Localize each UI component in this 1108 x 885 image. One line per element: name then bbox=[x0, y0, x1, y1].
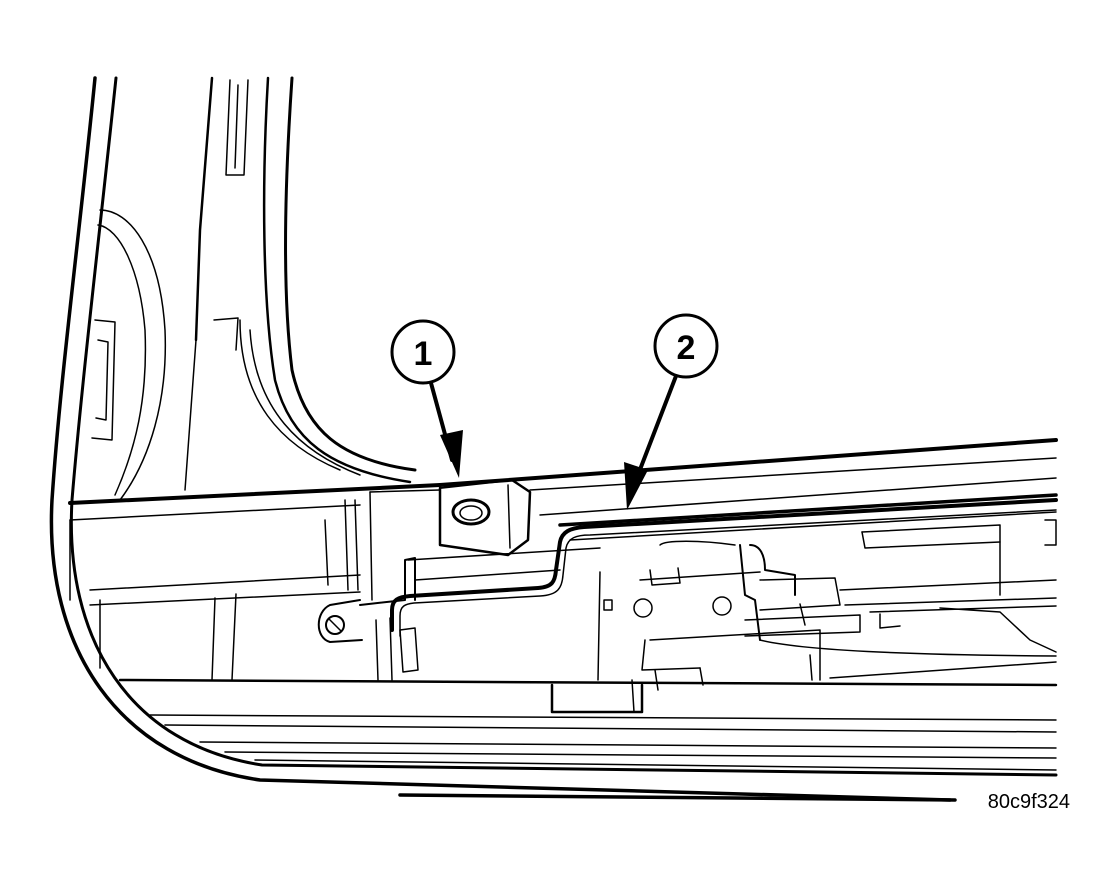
left-inner-seal bbox=[91, 209, 167, 501]
figure-code: 80c9f324 bbox=[988, 791, 1070, 813]
callout-1-label: 1 bbox=[414, 335, 433, 373]
upper-rails bbox=[68, 438, 1058, 541]
window-pillar bbox=[184, 76, 417, 491]
callout-2: 2 bbox=[624, 313, 719, 510]
callout-2-arrowhead bbox=[624, 462, 648, 510]
actuator-rod bbox=[390, 498, 1058, 637]
frame-outer-outline bbox=[49, 76, 1058, 802]
lower-left-panel bbox=[69, 499, 361, 681]
callout-1-arrowhead bbox=[440, 430, 463, 478]
callout-1: 1 bbox=[390, 319, 463, 478]
lower-sill bbox=[118, 669, 1058, 759]
latch-assembly bbox=[597, 519, 1057, 686]
callout-2-label: 2 bbox=[677, 329, 696, 367]
mounting-bracket bbox=[317, 478, 601, 681]
